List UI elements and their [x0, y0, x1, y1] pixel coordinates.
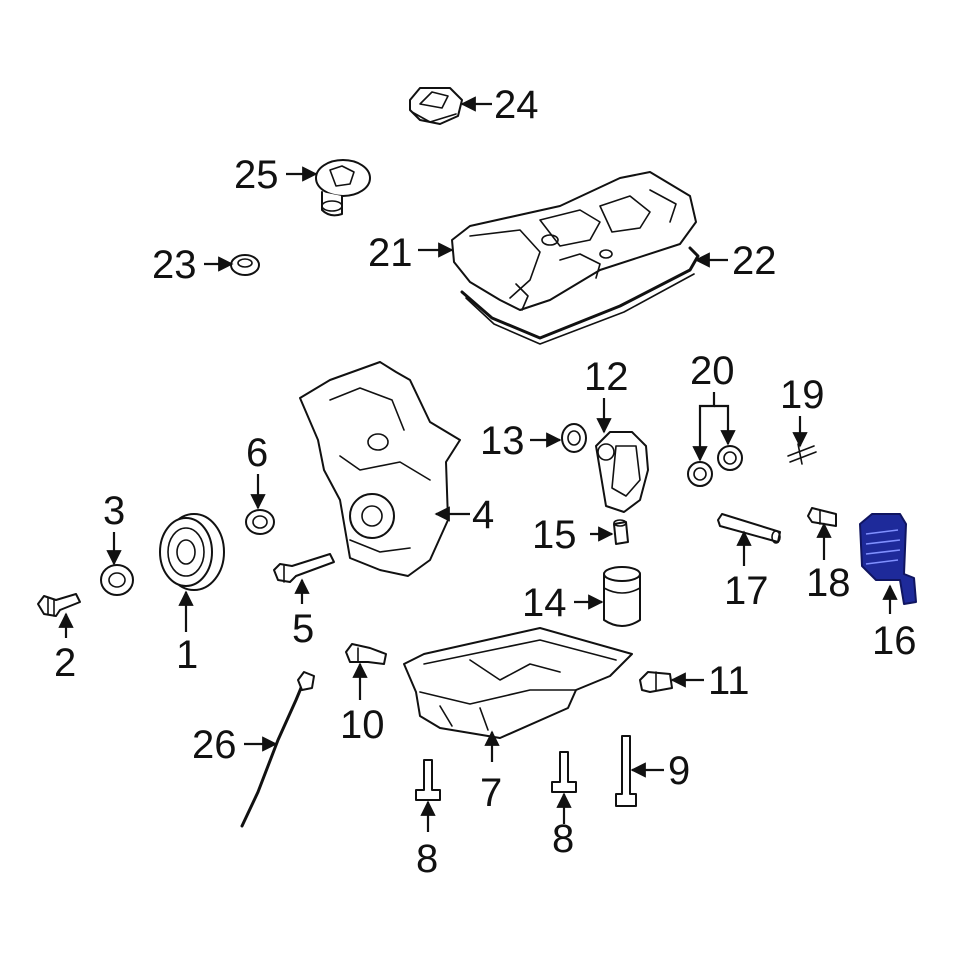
callout-26: 26 — [192, 723, 237, 767]
callout-23: 23 — [152, 243, 197, 287]
callout-24: 24 — [494, 83, 539, 127]
callout-17: 17 — [724, 569, 769, 613]
part-21-valve-cover[interactable] — [451, 171, 697, 311]
part-13-seal[interactable] — [561, 423, 587, 453]
callout-8-left: 8 — [416, 837, 438, 881]
callout-7: 7 — [480, 771, 502, 815]
part-9-stud[interactable] — [615, 735, 637, 807]
callout-8-right: 8 — [552, 817, 574, 861]
callout-20: 20 — [690, 349, 735, 393]
part-14-oil-filter[interactable] — [603, 566, 641, 627]
part-5-bolt[interactable] — [273, 553, 335, 583]
part-19-clip[interactable] — [787, 443, 817, 465]
part-8-bolt-right[interactable] — [551, 751, 577, 793]
callout-2: 2 — [54, 641, 76, 685]
callout-15: 15 — [532, 513, 577, 557]
part-11-plug[interactable] — [639, 671, 673, 693]
callout-9: 9 — [668, 749, 690, 793]
callout-5: 5 — [292, 607, 314, 651]
callout-21: 21 — [368, 231, 413, 275]
part-18-fitting[interactable] — [807, 507, 837, 527]
part-20-seals[interactable] — [687, 445, 743, 487]
part-15-dowel[interactable] — [613, 519, 629, 545]
callout-12: 12 — [584, 355, 629, 399]
callout-16: 16 — [872, 619, 917, 663]
part-24-oil-cap[interactable] — [409, 87, 463, 125]
callout-10: 10 — [340, 703, 385, 747]
part-16-oil-cooler[interactable] — [859, 513, 917, 605]
part-2-bolt[interactable] — [37, 593, 81, 617]
callout-6: 6 — [246, 431, 268, 475]
callout-19: 19 — [780, 373, 825, 417]
callout-25: 25 — [234, 153, 279, 197]
part-23-grommet[interactable] — [230, 254, 260, 276]
part-8-bolt-left[interactable] — [415, 759, 441, 801]
part-25-filler-cap[interactable] — [315, 159, 371, 217]
callout-labels: 24 25 23 21 22 4 6 3 1 2 5 13 12 15 14 2… — [54, 83, 917, 881]
part-6-seal[interactable] — [245, 509, 275, 535]
part-7-oil-pan[interactable] — [403, 627, 633, 739]
callout-18: 18 — [806, 561, 851, 605]
part-1-pulley[interactable] — [159, 513, 225, 591]
part-10-sensor[interactable] — [345, 643, 387, 665]
part-4-timing-cover[interactable] — [299, 361, 461, 577]
callout-3: 3 — [103, 489, 125, 533]
part-26-dipstick[interactable] — [240, 671, 315, 828]
part-3-seal[interactable] — [100, 564, 134, 596]
callout-4: 4 — [472, 493, 494, 537]
leader-lines — [58, 96, 898, 832]
part-12-oil-pump[interactable] — [595, 431, 649, 513]
callout-22: 22 — [732, 239, 777, 283]
callout-13: 13 — [480, 419, 525, 463]
callout-14: 14 — [522, 581, 567, 625]
callout-1: 1 — [176, 633, 198, 677]
callout-11: 11 — [708, 659, 750, 703]
part-17-tube[interactable] — [717, 513, 781, 544]
